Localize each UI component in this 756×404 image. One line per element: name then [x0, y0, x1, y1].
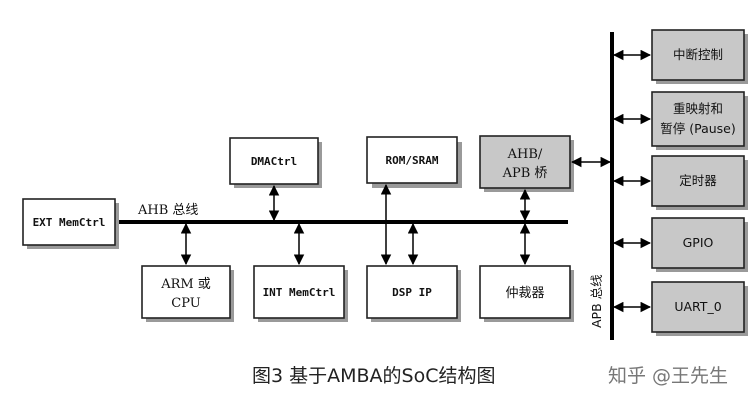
- svg-text:ROM/SRAM: ROM/SRAM: [386, 154, 439, 167]
- svg-text:EXT MemCtrl: EXT MemCtrl: [33, 216, 106, 229]
- remap-pause-block: 重映射和 暂停 (Pause): [651, 91, 748, 150]
- ahb-bus-label: AHB 总线: [137, 203, 198, 218]
- svg-text:定时器: 定时器: [679, 173, 717, 188]
- svg-text:INT MemCtrl: INT MemCtrl: [263, 286, 336, 299]
- interrupt-control-block: 中断控制: [651, 29, 748, 84]
- arm-cpu-block: ARM 或 CPU: [141, 265, 234, 322]
- ahb-apb-bridge-block: AHB/ APB 桥: [479, 135, 574, 192]
- int-memctrl-block: INT MemCtrl: [253, 265, 348, 322]
- ext-memctrl-block: EXT MemCtrl: [22, 198, 119, 249]
- svg-text:重映射和: 重映射和: [673, 101, 723, 116]
- svg-text:UART_0: UART_0: [674, 299, 721, 314]
- dmactrl-block: DMACtrl: [229, 137, 322, 188]
- uart-block: UART_0: [651, 281, 748, 336]
- gpio-block: GPIO: [651, 217, 748, 272]
- figure-caption: 图3 基于AMBA的SoC结构图: [252, 365, 496, 387]
- svg-text:AHB/: AHB/: [507, 147, 543, 162]
- svg-text:中断控制: 中断控制: [673, 47, 723, 62]
- svg-text:仲裁器: 仲裁器: [505, 285, 544, 301]
- watermark: 知乎 @王先生: [608, 365, 728, 387]
- svg-text:GPIO: GPIO: [683, 235, 714, 250]
- svg-text:DMACtrl: DMACtrl: [251, 155, 297, 168]
- dsp-ip-block: DSP IP: [366, 265, 461, 322]
- svg-text:CPU: CPU: [171, 296, 200, 311]
- svg-text:DSP IP: DSP IP: [392, 286, 432, 299]
- timer-block: 定时器: [651, 155, 748, 210]
- svg-text:APB 桥: APB 桥: [502, 166, 548, 181]
- arbiter-block: 仲裁器: [479, 265, 574, 322]
- svg-text:ARM 或: ARM 或: [160, 277, 211, 292]
- apb-bus-label: APB 总线: [589, 274, 604, 328]
- svg-text:暂停 (Pause): 暂停 (Pause): [660, 121, 736, 136]
- rom-sram-block: ROM/SRAM: [366, 136, 462, 188]
